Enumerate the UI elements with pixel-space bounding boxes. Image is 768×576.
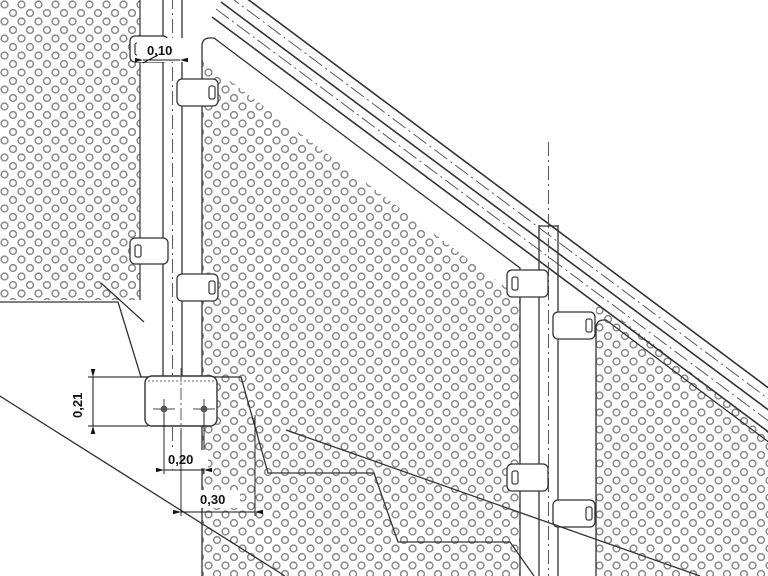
dimension-0-30: 0,30 <box>173 415 263 516</box>
bracket-far-right-upper <box>552 311 596 340</box>
stair-step-profile <box>0 282 701 576</box>
bracket-right-upper <box>506 269 549 298</box>
bracket-left-mid <box>129 237 169 265</box>
bracket-far-right-lower <box>552 499 596 528</box>
bracket-center-mid <box>176 273 219 302</box>
handrail-centerline-upper <box>233 0 768 400</box>
handrail <box>211 0 768 433</box>
panel-left-perforation <box>0 0 140 300</box>
dimension-label-0-10: 0,10 <box>147 43 172 58</box>
panel-center-outline <box>201 37 521 576</box>
dimension-label-0-21: 0,21 <box>70 393 85 418</box>
bracket-center-upper <box>176 78 219 107</box>
dimension-label-0-30: 0,30 <box>200 492 225 507</box>
dimension-0-10: 0,10 <box>135 38 188 64</box>
dimension-0-21: 0,21 <box>70 369 148 434</box>
base-plate <box>144 368 218 438</box>
bracket-right-lower <box>506 463 549 492</box>
handrail-centerline-lower <box>215 8 768 422</box>
panel-right-outline <box>595 319 768 576</box>
